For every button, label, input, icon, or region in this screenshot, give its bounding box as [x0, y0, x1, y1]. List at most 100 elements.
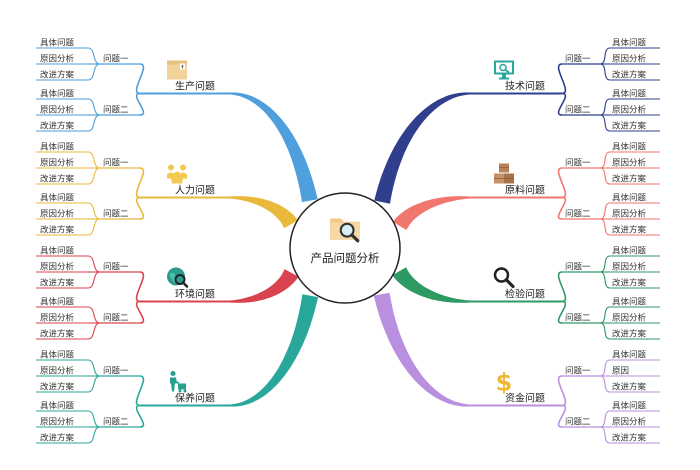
- leaf-label[interactable]: 具体问题: [612, 89, 647, 100]
- box-icon: [167, 60, 187, 80]
- category-label[interactable]: 技术问题: [505, 80, 545, 93]
- leaf-connector: [87, 410, 101, 428]
- category-label[interactable]: 资金问题: [505, 392, 545, 405]
- question-label[interactable]: 问题二: [565, 106, 591, 116]
- question-label[interactable]: 问题一: [103, 55, 129, 65]
- question-label[interactable]: 问题一: [103, 263, 129, 273]
- category-label[interactable]: 生产问题: [175, 80, 215, 93]
- main-branch-funds: [373, 292, 470, 407]
- question-label[interactable]: 问题一: [565, 367, 591, 377]
- leaf-label[interactable]: 具体问题: [40, 38, 75, 49]
- leaf-label[interactable]: 改进方案: [612, 225, 647, 236]
- category-label[interactable]: 保养问题: [175, 392, 215, 405]
- leaf-label[interactable]: 具体问题: [612, 38, 647, 49]
- leaf-label[interactable]: 具体问题: [612, 297, 647, 308]
- leaf-label[interactable]: 原因分析: [40, 417, 75, 428]
- leaf-label[interactable]: 具体问题: [612, 142, 647, 153]
- leaf-label[interactable]: 具体问题: [40, 142, 75, 153]
- category-label[interactable]: 检验问题: [505, 288, 545, 301]
- leaf-label[interactable]: 改进方案: [40, 382, 75, 393]
- leaf-label[interactable]: 具体问题: [40, 246, 75, 257]
- question-label[interactable]: 问题一: [103, 159, 129, 169]
- category-label[interactable]: 原料问题: [505, 184, 545, 197]
- leaf-label[interactable]: 原因分析: [40, 262, 75, 273]
- leaf-label[interactable]: 原因分析: [612, 313, 647, 324]
- leaf-label[interactable]: 改进方案: [40, 225, 75, 236]
- leaf-connector: [87, 306, 101, 324]
- question-connector: [557, 92, 567, 116]
- leaf-connector: [599, 63, 611, 81]
- leaf-connector: [599, 375, 611, 393]
- globe-search-icon: [165, 266, 189, 288]
- leaf-connector: [599, 359, 611, 377]
- question-label[interactable]: 问题二: [565, 210, 591, 220]
- leaf-label[interactable]: 原因分析: [612, 209, 647, 220]
- leaf-label[interactable]: 原因分析: [40, 105, 75, 116]
- leaf-label[interactable]: 具体问题: [40, 89, 75, 100]
- question-label[interactable]: 问题二: [565, 418, 591, 428]
- leaf-label[interactable]: 原因: [612, 367, 629, 377]
- leaf-label[interactable]: 改进方案: [40, 70, 75, 81]
- question-label[interactable]: 问题二: [565, 314, 591, 324]
- question-label[interactable]: 问题二: [103, 106, 129, 116]
- leaf-label[interactable]: 原因分析: [612, 158, 647, 169]
- question-connector: [557, 375, 567, 407]
- leaf-label[interactable]: 改进方案: [612, 278, 647, 289]
- leaf-label[interactable]: 具体问题: [612, 350, 647, 361]
- leaf-label[interactable]: 原因分析: [40, 313, 75, 324]
- leaf-connector: [599, 47, 611, 65]
- leaf-label[interactable]: 原因分析: [612, 262, 647, 273]
- question-connector: [135, 167, 145, 199]
- leaf-connector: [87, 202, 101, 220]
- leaf-label[interactable]: 原因分析: [40, 366, 75, 377]
- leaf-connector: [599, 322, 611, 340]
- category-label[interactable]: 环境问题: [175, 288, 215, 301]
- question-label[interactable]: 问题二: [103, 210, 129, 220]
- leaf-connector: [87, 167, 101, 185]
- leaf-label[interactable]: 原因分析: [612, 105, 647, 116]
- question-label[interactable]: 问题一: [103, 367, 129, 377]
- question-connector: [135, 271, 145, 303]
- leaf-label[interactable]: 改进方案: [612, 174, 647, 185]
- question-connector: [557, 271, 567, 303]
- category-label[interactable]: 人力问题: [175, 184, 215, 197]
- leaf-label[interactable]: 具体问题: [612, 401, 647, 412]
- question-connector: [135, 196, 145, 220]
- leaf-label[interactable]: 改进方案: [612, 121, 647, 132]
- leaf-connector: [599, 426, 611, 444]
- leaf-label[interactable]: 改进方案: [40, 329, 75, 340]
- leaf-label[interactable]: 原因分析: [40, 54, 75, 65]
- leaf-label[interactable]: 改进方案: [612, 70, 647, 81]
- leaf-label[interactable]: 原因分析: [612, 54, 647, 65]
- leaf-label[interactable]: 具体问题: [40, 193, 75, 204]
- leaf-label[interactable]: 改进方案: [40, 433, 75, 444]
- leaf-label[interactable]: 具体问题: [40, 297, 75, 308]
- question-label[interactable]: 问题一: [565, 263, 591, 273]
- question-label[interactable]: 问题二: [103, 418, 129, 428]
- center-node[interactable]: 产品问题分析: [289, 192, 401, 304]
- leaf-label[interactable]: 原因分析: [40, 158, 75, 169]
- main-branch-technology: [374, 92, 470, 204]
- leaf-label[interactable]: 原因分析: [612, 417, 647, 428]
- question-label[interactable]: 问题一: [565, 159, 591, 169]
- monitor-gear-icon: [493, 59, 515, 81]
- leaf-label[interactable]: 具体问题: [40, 401, 75, 412]
- leaf-label[interactable]: 具体问题: [40, 350, 75, 361]
- leaf-label[interactable]: 改进方案: [612, 329, 647, 340]
- leaf-label[interactable]: 改进方案: [40, 174, 75, 185]
- main-branch-production: [230, 92, 318, 203]
- leaf-label[interactable]: 具体问题: [612, 246, 647, 257]
- leaf-connector: [599, 202, 611, 220]
- leaf-label[interactable]: 改进方案: [40, 278, 75, 289]
- question-label[interactable]: 问题一: [565, 55, 591, 65]
- leaf-label[interactable]: 具体问题: [612, 193, 647, 204]
- leaf-label[interactable]: 改进方案: [612, 382, 647, 393]
- question-label[interactable]: 问题二: [103, 314, 129, 324]
- leaf-label[interactable]: 改进方案: [40, 121, 75, 132]
- leaf-label[interactable]: 改进方案: [612, 433, 647, 444]
- leaf-connector: [87, 359, 101, 377]
- leaf-connector: [599, 271, 611, 289]
- leaf-label[interactable]: 原因分析: [40, 209, 75, 220]
